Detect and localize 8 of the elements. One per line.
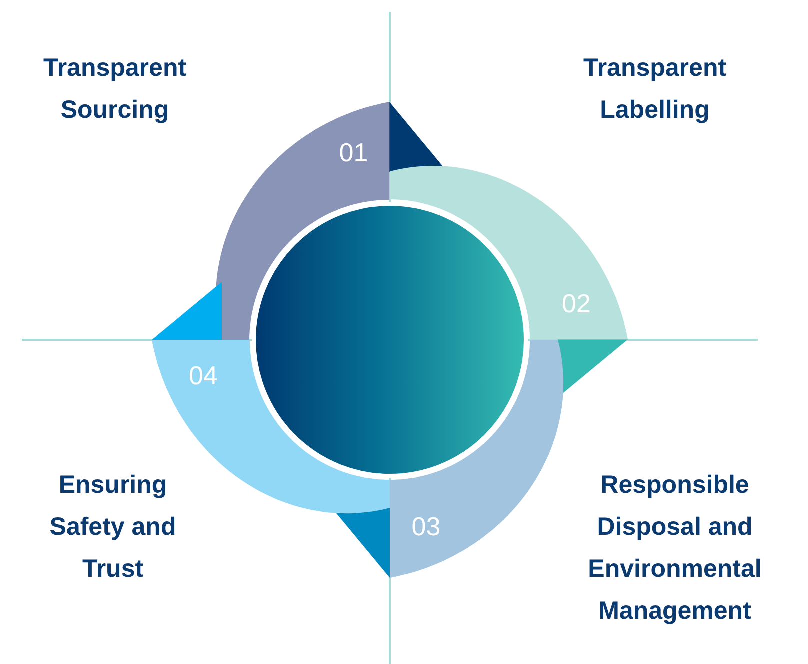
step-title: Transparent Labelling [582, 53, 728, 126]
step-number: 03 [412, 511, 441, 542]
step-number: 02 [562, 288, 591, 320]
step-number: 04 [189, 360, 218, 392]
step-number: 01 [339, 138, 368, 169]
step-title: Responsible Disposal and Environmental Management [587, 470, 763, 627]
step-title: Ensuring Safety and Trust [48, 470, 178, 585]
step-title: Transparent Sourcing [42, 53, 188, 126]
